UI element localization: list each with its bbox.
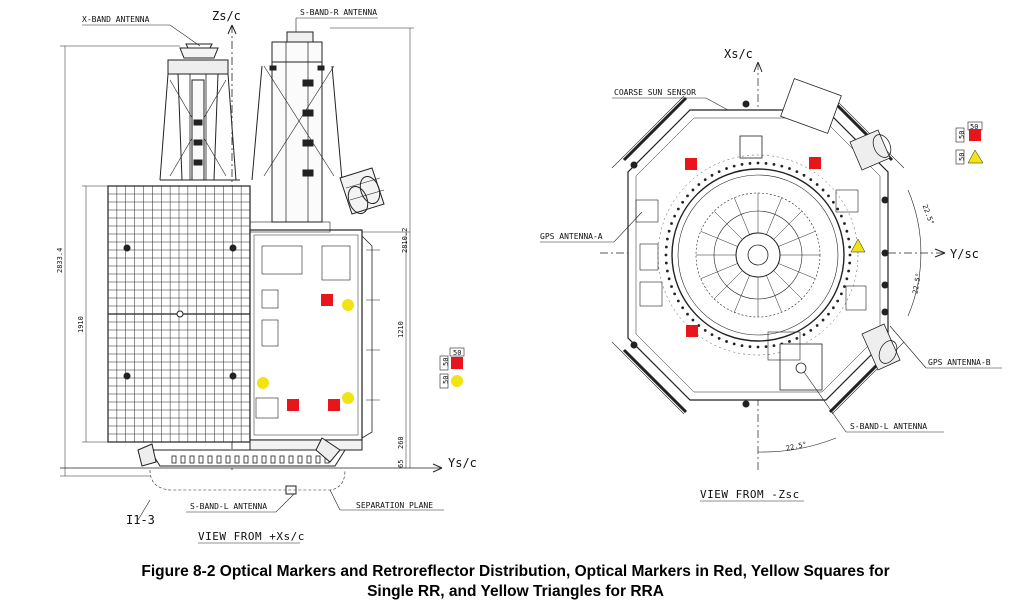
star-tracker xyxy=(849,129,892,171)
legend-red-square xyxy=(969,129,981,141)
coarse-sun-sensor-label: COARSE SUN SENSOR xyxy=(614,88,696,97)
caption-line-1: Figure 8-2 Optical Markers and Retrorefl… xyxy=(141,563,890,580)
legend-size: 50 xyxy=(970,123,978,131)
z-axis-label: Zs/c xyxy=(212,9,241,23)
technical-drawing: 50 50 50 X-BAND ANTENNA S-BAND-R ANTENNA… xyxy=(56,8,1002,544)
y-axis-label: Ys/c xyxy=(448,456,477,470)
angle-label: 22.5° xyxy=(785,441,807,453)
legend-yellow-triangle xyxy=(967,149,984,164)
angle-label: 22.5° xyxy=(911,272,923,294)
dim-right-mid: 1210 xyxy=(397,321,405,338)
x-band-antenna xyxy=(159,43,240,181)
s-band-l-antenna-label: S-BAND-L ANTENNA xyxy=(850,422,927,431)
retroreflector-array xyxy=(850,238,866,253)
i-marker-label: I1-3 xyxy=(126,513,155,527)
lower-sensor xyxy=(861,323,901,371)
right-legend: 50 50 50 xyxy=(955,121,984,165)
legend-yellow-circle xyxy=(451,375,463,387)
left-legend: 50 50 50 xyxy=(439,347,465,389)
solar-panel xyxy=(107,185,251,443)
s-band-r-antenna xyxy=(251,31,343,223)
caption-line-2: Single RR, and Yellow Triangles for RRA xyxy=(367,583,664,600)
right-optical-markers xyxy=(685,157,866,337)
separation-plane-label: SEPARATION PLANE xyxy=(356,501,433,510)
optical-marker xyxy=(321,294,333,306)
figure-caption: Figure 8-2 Optical Markers and Retrorefl… xyxy=(0,562,1031,602)
retroreflector xyxy=(257,377,269,389)
legend-size: 50 xyxy=(442,376,450,384)
legend-size: 50 xyxy=(442,358,450,366)
left-optical-markers xyxy=(257,294,354,411)
dim-panel: 1910 xyxy=(77,316,85,333)
legend-size: 50 xyxy=(453,349,461,357)
s-band-l-antenna-label: S-BAND-L ANTENNA xyxy=(190,502,267,511)
angle-label: 22.5° xyxy=(921,204,936,227)
retroreflector xyxy=(342,299,354,311)
legend-red-square xyxy=(451,357,463,369)
optical-marker xyxy=(685,158,697,170)
x-axis-label: Xs/c xyxy=(724,47,753,61)
legend-size: 50 xyxy=(958,153,966,161)
optical-marker xyxy=(809,157,821,169)
optical-marker xyxy=(328,399,340,411)
left-view xyxy=(60,17,444,521)
side-sensor xyxy=(339,167,385,215)
right-view-title: VIEW FROM -Zsc xyxy=(700,488,800,501)
dim-right-base: 65 xyxy=(397,460,405,468)
spacecraft-bus xyxy=(249,221,380,451)
gps-antenna-a-label: GPS ANTENNA-A xyxy=(540,232,603,241)
leader-lines xyxy=(82,17,444,521)
retroreflector xyxy=(342,392,354,404)
right-view xyxy=(540,61,1002,470)
optical-marker xyxy=(287,399,299,411)
separation-adapter xyxy=(137,437,346,495)
dimension-lines xyxy=(60,27,414,477)
dim-right-tall: 2810.2 xyxy=(401,228,409,253)
gps-antenna-b-label: GPS ANTENNA-B xyxy=(928,358,991,367)
legend-size: 50 xyxy=(958,131,966,139)
x-band-antenna-label: X-BAND ANTENNA xyxy=(82,15,150,24)
y-axis-label: Y/sc xyxy=(950,247,979,261)
s-band-r-antenna-label: S-BAND-R ANTENNA xyxy=(300,8,377,17)
dim-overall: 2833.4 xyxy=(56,248,64,273)
dim-right-low: 260 xyxy=(397,436,405,449)
left-view-title: VIEW FROM +Xs/c xyxy=(198,530,305,543)
optical-marker xyxy=(686,325,698,337)
